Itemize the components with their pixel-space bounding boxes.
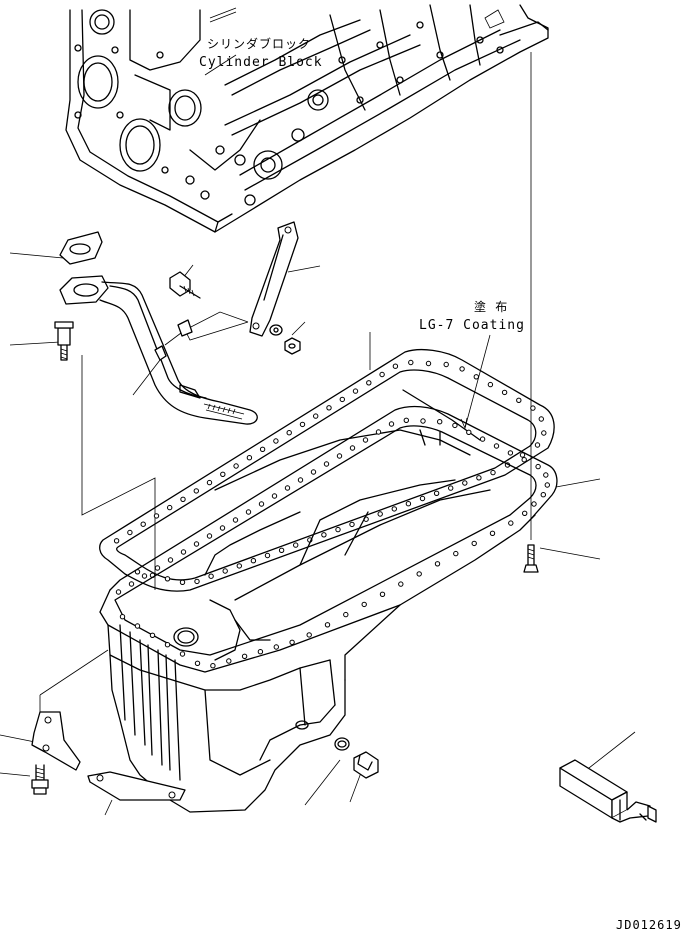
pipe-bracket	[249, 221, 299, 337]
lower-bracket-left	[31, 711, 81, 771]
bracket-screw	[31, 764, 49, 795]
bracket-bolt	[169, 271, 201, 299]
assembly-lines	[39, 52, 532, 720]
coating-jp-label: 塗 布	[474, 300, 509, 314]
sensor-part	[559, 759, 657, 823]
coating-en-label: LG-7 Coating	[419, 318, 525, 333]
cylinder-block-jp-label: シリンダブロック	[207, 37, 312, 51]
oil-suction-pipe	[59, 231, 258, 425]
drain-plug	[334, 737, 379, 779]
oil-pan-gasket	[99, 349, 555, 592]
cylinder-block	[65, 4, 549, 233]
pan-bolt	[523, 544, 539, 573]
drawing-id: JD012619	[616, 918, 682, 932]
oil-pan	[99, 405, 558, 813]
washer-nut	[269, 324, 301, 355]
lower-bracket-right	[87, 771, 186, 801]
cylinder-block-en-label: Cylinder Block	[199, 55, 323, 70]
leader-lines	[0, 54, 636, 816]
flange-bolt	[54, 321, 74, 361]
